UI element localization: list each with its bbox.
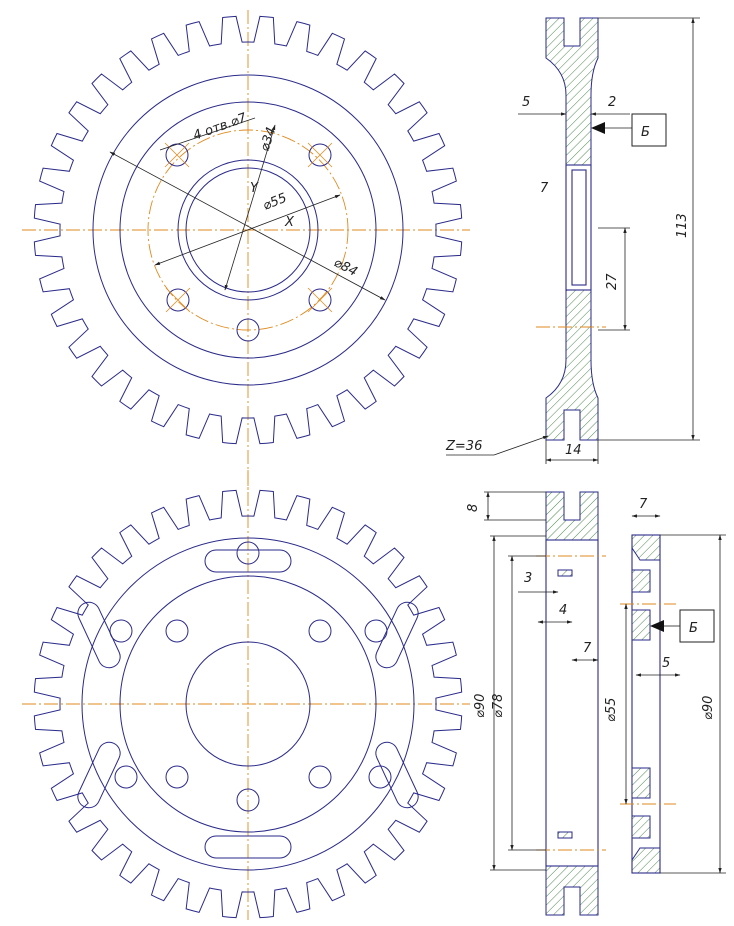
top-section-upper-part [545,17,599,166]
label-d90-right: ⌀90 [701,696,716,720]
label-d84: ⌀84 [331,255,360,280]
label-7: 7 [540,181,549,196]
top-section-web-inner [571,169,587,286]
label-5b: 5 [662,656,670,671]
label-holes: 4 отв.⌀7 [191,110,249,143]
datum-triangle [591,122,605,134]
bottom-section-body [545,539,599,867]
top-section-lower-part [545,289,599,441]
label-axis-x: X [284,215,295,230]
slot-right-bottom [375,741,419,809]
datum-label-bottom: Б [689,621,698,636]
slot-top [204,549,292,573]
label-4: 4 [559,603,567,618]
label-2: 2 [608,95,616,110]
label-5: 5 [522,95,530,110]
bottom-gear-bore-circle [185,641,311,767]
slot-left-top [77,601,121,669]
label-7b: 7 [583,641,592,656]
bottom-gear-holes [109,541,392,812]
bottom-gear-inner-circle [119,575,377,833]
flange-bottom-hatch [631,847,661,874]
bottom-section-view: 8 ⌀90 ⌀78 3 4 7 ⌀55 [466,491,619,916]
bottom-section-top-hatch [545,491,599,541]
slot-left-bottom [77,741,121,809]
top-gear-tooth-profile [33,15,463,445]
label-14: 14 [565,443,582,458]
label-d78: ⌀78 [491,694,506,718]
label-d90-left: ⌀90 [473,694,488,718]
label-z36: Z=36 [445,439,482,454]
label-7c: 7 [639,497,648,512]
label-d55: ⌀55 [261,191,289,214]
top-gear-view: 4 отв.⌀7 ⌀34 ⌀55 ⌀84 Y X [22,10,470,490]
label-113: 113 [675,213,690,238]
top-section-web [565,164,592,291]
bottom-section-bottom-hatch [545,865,599,916]
flange-top-hatch [631,534,661,561]
bottom-gear-view [22,470,470,920]
bottom-right-part: 7 5 ⌀90 Б [620,497,726,874]
label-d34: ⌀34 [258,125,280,153]
top-gear-rim-circle [92,74,404,386]
hole-bottom-center [236,318,260,342]
bottom-gear-tooth-profile [33,489,463,919]
datum-label-top: Б [641,125,650,140]
dim-line-holes [159,117,256,151]
label-8: 8 [466,504,481,512]
label-27: 27 [605,273,620,290]
dim-line-d84 [109,151,386,301]
dim-line-d55 [154,194,341,266]
slot-bottom [204,835,292,859]
label-3: 3 [524,571,532,586]
flange-body [631,534,661,874]
label-axis-y: Y [250,181,259,196]
datum-box-bottom [679,609,715,643]
datum-box-top [631,113,667,147]
label-d55-b: ⌀55 [604,698,619,722]
top-section-view: 113 27 5 2 7 Б 14 Z=36 [445,17,700,464]
slot-right-top [375,601,419,669]
bottom-gear-rim-circle [81,537,415,871]
